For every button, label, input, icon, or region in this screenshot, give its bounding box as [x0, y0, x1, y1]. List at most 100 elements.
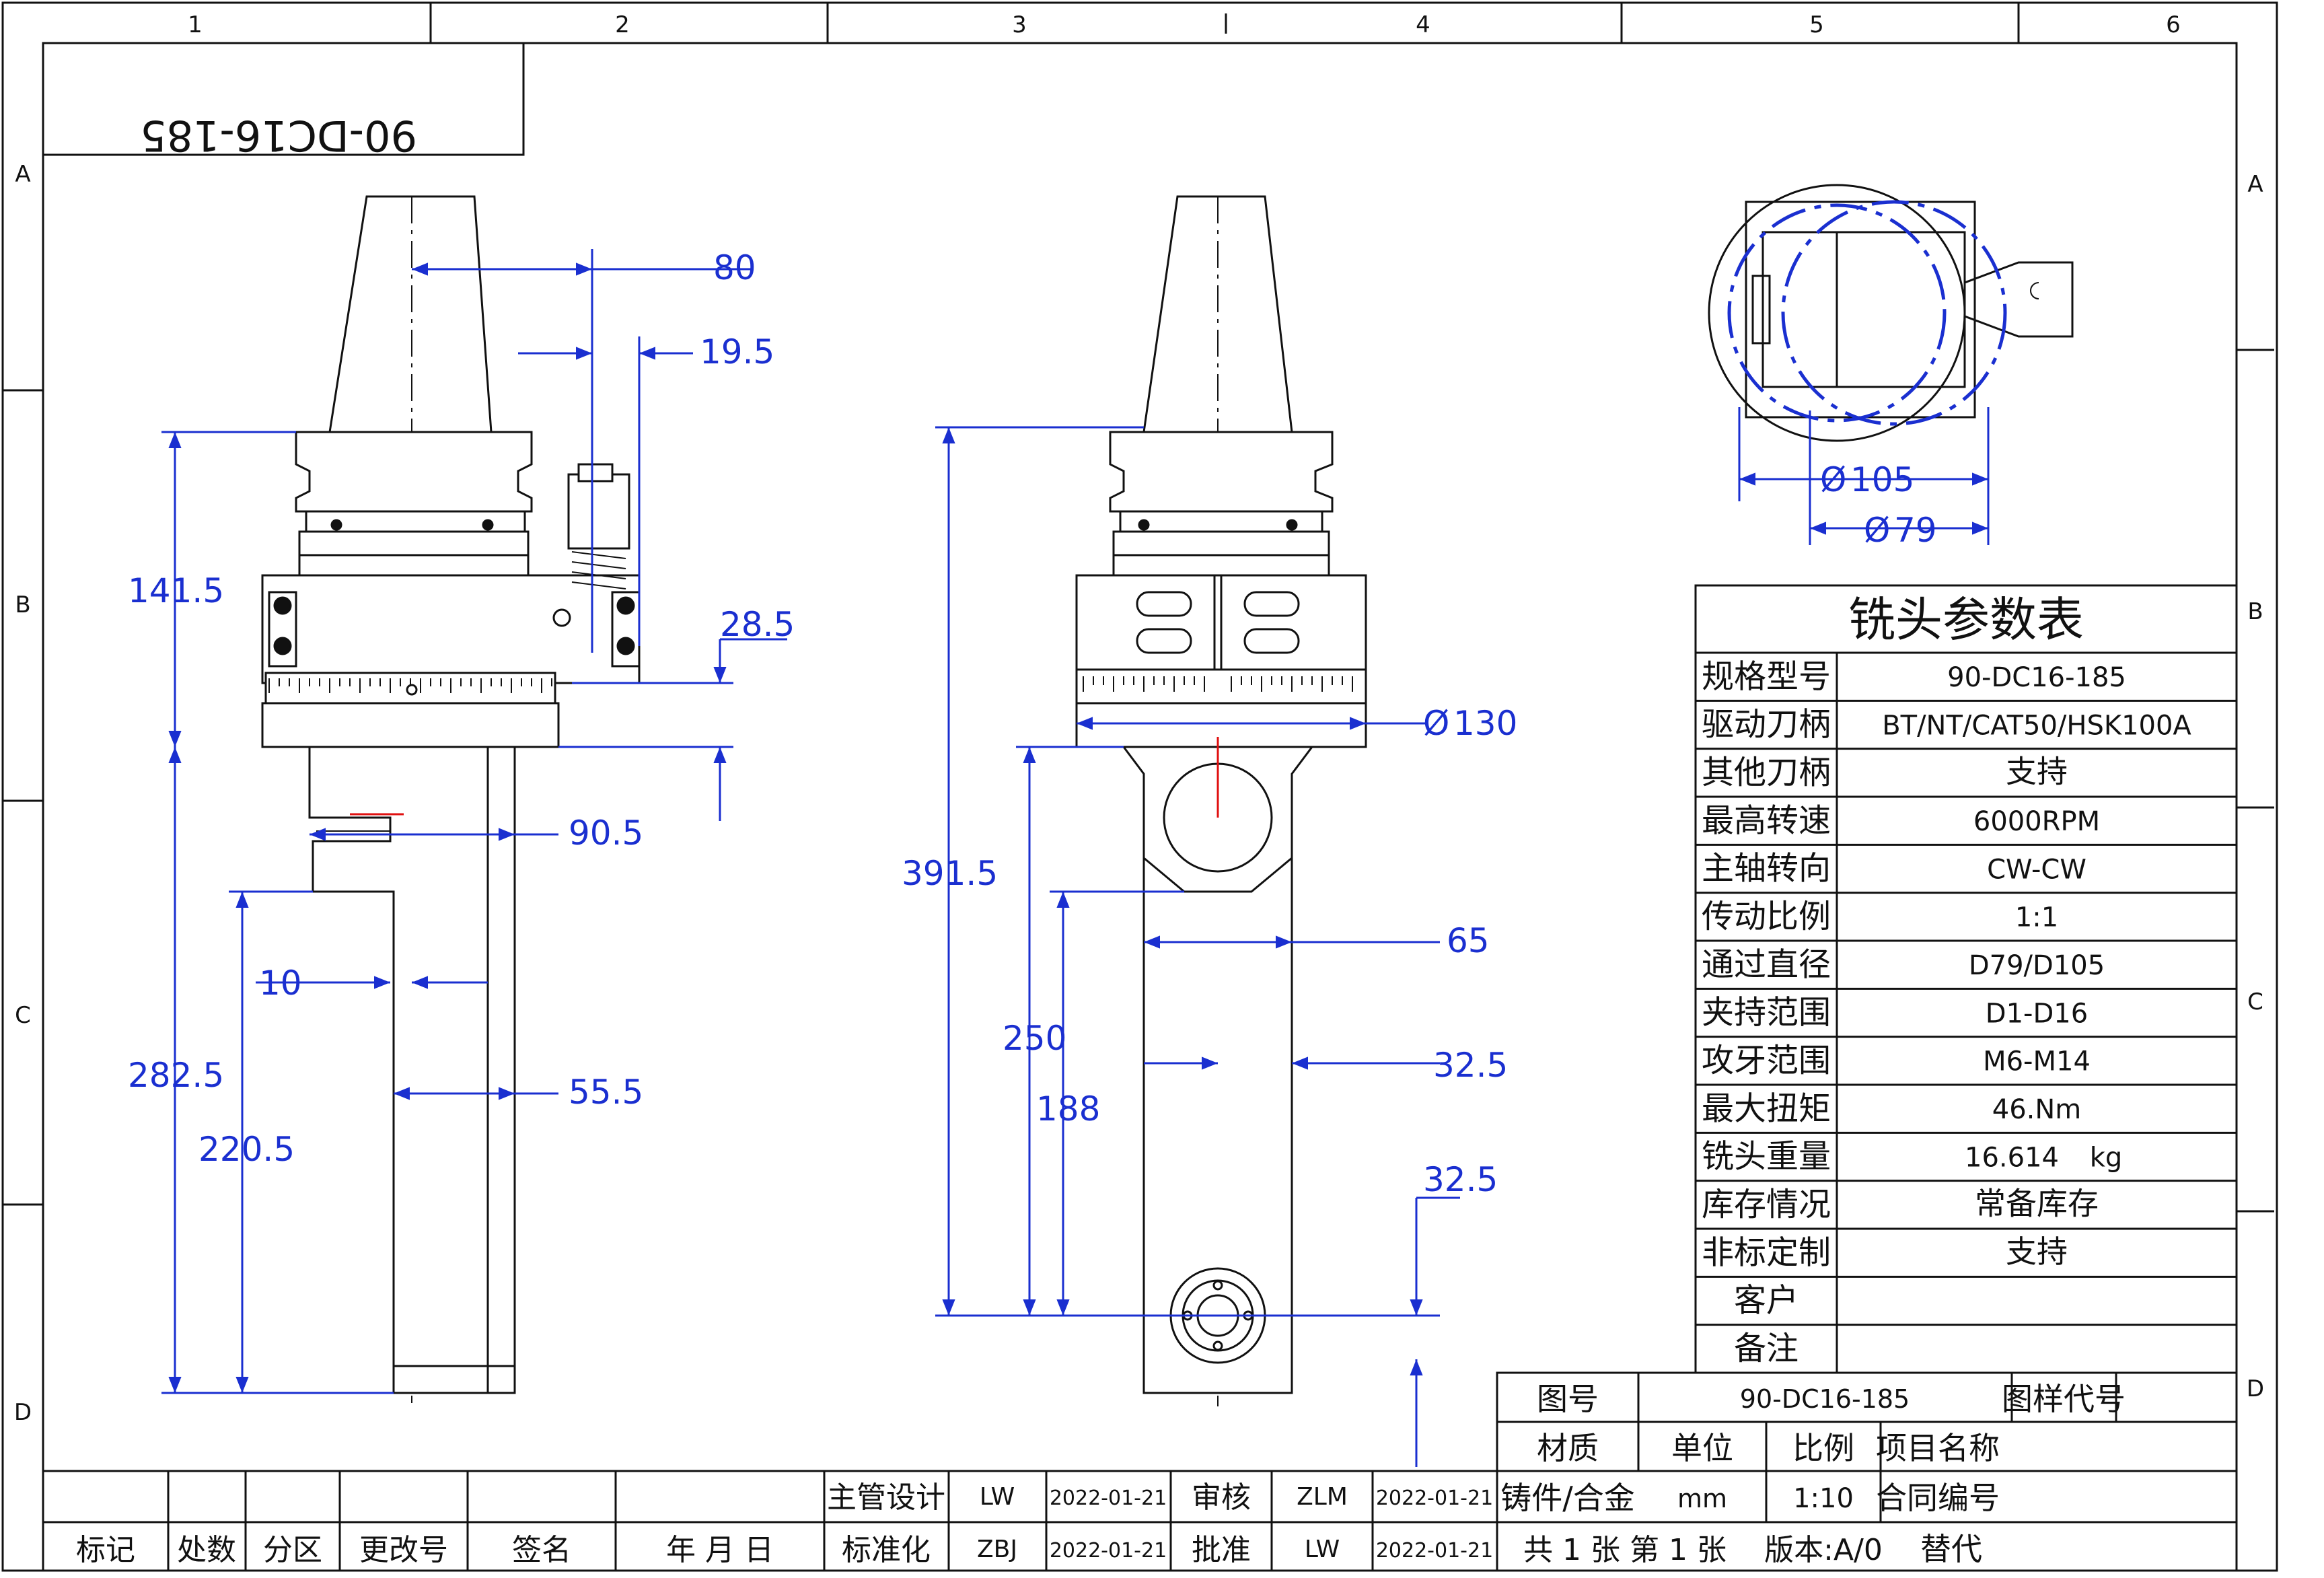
dim-220-5: 220.5 — [198, 1130, 295, 1169]
param-label: 库存情况 — [1702, 1186, 1831, 1223]
dim-282-5: 282.5 — [128, 1056, 224, 1095]
grid-row-d: D — [14, 1399, 32, 1426]
param-value: CW-CW — [1987, 854, 2086, 885]
sample-code-label: 图样代号 — [2002, 1381, 2126, 1417]
rev-header-signature: 签名 — [512, 1533, 571, 1567]
designer: LW — [980, 1483, 1015, 1511]
rev-header-zone: 分区 — [263, 1533, 322, 1567]
param-value: 6000RPM — [1973, 806, 2100, 837]
dim-10: 10 — [259, 964, 302, 1003]
param-value: 支持 — [2006, 1233, 2068, 1270]
grid-col-5: 5 — [1809, 11, 1824, 38]
approver: LW — [1305, 1536, 1340, 1563]
dim-32-5-b: 32.5 — [1423, 1160, 1498, 1199]
param-value: 支持 — [2006, 754, 2068, 790]
param-value: 46.Nm — [1992, 1094, 2082, 1125]
code-box — [42, 42, 525, 156]
scale-label: 比例 — [1792, 1430, 1854, 1466]
scale-value: 1:10 — [1793, 1483, 1854, 1514]
unit-label: 单位 — [1671, 1430, 1733, 1466]
design-date: 2022-01-21 — [1050, 1486, 1167, 1510]
param-table-title: 铣头参数表 — [1848, 592, 2084, 647]
param-label: 主轴转向 — [1702, 850, 1831, 888]
check-date: 2022-01-21 — [1376, 1486, 1493, 1510]
version: 版本:A/0 — [1764, 1533, 1883, 1567]
dim-55-5: 55.5 — [569, 1073, 643, 1112]
dim-90-5: 90.5 — [569, 814, 643, 853]
grid-row-a-right: A — [2247, 171, 2263, 198]
material-label: 材质 — [1537, 1430, 1599, 1466]
param-label: 铣头重量 — [1702, 1138, 1831, 1176]
grid-row-d-right: D — [2247, 1375, 2264, 1402]
param-value: 1:1 — [2015, 902, 2058, 933]
dim-80: 80 — [713, 248, 756, 287]
param-label: 攻牙范围 — [1702, 1042, 1831, 1079]
rev-header-mark: 标记 — [76, 1533, 135, 1567]
scale-ticks — [268, 678, 552, 693]
mirrored-drawing-code: 90-DC16-185 — [140, 111, 417, 160]
grid-row-b-right: B — [2247, 598, 2263, 625]
dim-diameter-symbol-79: Ø — [1864, 511, 1890, 550]
dim-65: 65 — [1447, 921, 1490, 960]
sheet-count: 共 1 张 第 1 张 — [1523, 1533, 1727, 1567]
param-label: 最高转速 — [1702, 801, 1831, 839]
dim-391-5: 391.5 — [902, 854, 998, 893]
dim-105: 105 — [1850, 460, 1914, 499]
title-block-text: 图号 90-DC16-185 图样代号 材质 单位 比例 项目名称 铸件/合金 … — [76, 1381, 2126, 1567]
dim-250: 250 — [1003, 1019, 1066, 1058]
standard-date: 2022-01-21 — [1050, 1539, 1167, 1563]
approve-date: 2022-01-21 — [1376, 1539, 1493, 1563]
param-label: 非标定制 — [1702, 1233, 1831, 1271]
grid-col-4: 4 — [1416, 11, 1430, 38]
contract-label: 合同编号 — [1876, 1480, 2000, 1516]
rev-header-change-no: 更改号 — [359, 1533, 448, 1567]
grid-col-1: 1 — [188, 11, 203, 38]
param-value: 16.614 — [1965, 1142, 2059, 1173]
dim-diameter-symbol-130: Ø — [1423, 704, 1449, 743]
side-view — [261, 195, 641, 1403]
bottom-view — [1708, 184, 2074, 442]
dim-32-5-a: 32.5 — [1433, 1046, 1508, 1085]
drawing-no: 90-DC16-185 — [1740, 1384, 1910, 1414]
rev-header-date: 年 月 日 — [666, 1533, 774, 1567]
param-value: 90-DC16-185 — [1947, 662, 2126, 693]
replace-label: 替代 — [1920, 1531, 1982, 1567]
front-scale-ticks — [1083, 676, 1353, 692]
dim-141-5: 141.5 — [128, 571, 224, 610]
dim-188: 188 — [1036, 1089, 1100, 1128]
param-label: 其他刀柄 — [1702, 754, 1831, 791]
grid-col-6: 6 — [2166, 11, 2181, 38]
dimension-texts: 80 19.5 141.5 28.5 90.5 10 282.5 220.5 5… — [128, 248, 1937, 1199]
param-value: M6-M14 — [1983, 1046, 2091, 1077]
dim-130: 130 — [1453, 704, 1517, 743]
rev-header-count: 处数 — [177, 1533, 236, 1567]
grid-col-2: 2 — [615, 11, 630, 38]
dim-19-5: 19.5 — [700, 332, 774, 371]
unit-value: mm — [1677, 1484, 1727, 1513]
param-value: BT/NT/CAT50/HSK100A — [1882, 710, 2191, 741]
grid-row-a: A — [15, 161, 30, 188]
material-value: 铸件/合金 — [1500, 1480, 1635, 1516]
front-view — [1075, 195, 1367, 1406]
param-value: D79/D105 — [1969, 950, 2105, 981]
grid-row-c: C — [15, 1002, 31, 1029]
designer-label: 主管设计 — [827, 1480, 945, 1515]
param-unit: kg — [2090, 1142, 2123, 1173]
dim-diameter-symbol-105: Ø — [1820, 460, 1846, 499]
dimension-lines — [161, 249, 1990, 1467]
param-label: 传动比例 — [1702, 898, 1831, 935]
param-label: 通过直径 — [1702, 945, 1831, 983]
param-label: 客户 — [1734, 1282, 1799, 1320]
param-label: 最大扭矩 — [1702, 1089, 1831, 1127]
param-label: 备注 — [1734, 1330, 1799, 1367]
title-block — [42, 1371, 2238, 1572]
dim-79: 79 — [1894, 511, 1937, 550]
standardizer: ZBJ — [977, 1536, 1017, 1563]
dim-28-5: 28.5 — [720, 605, 795, 644]
check-label: 审核 — [1192, 1480, 1251, 1515]
project-label: 项目名称 — [1876, 1430, 2000, 1466]
grid-row-c-right: C — [2247, 989, 2263, 1015]
